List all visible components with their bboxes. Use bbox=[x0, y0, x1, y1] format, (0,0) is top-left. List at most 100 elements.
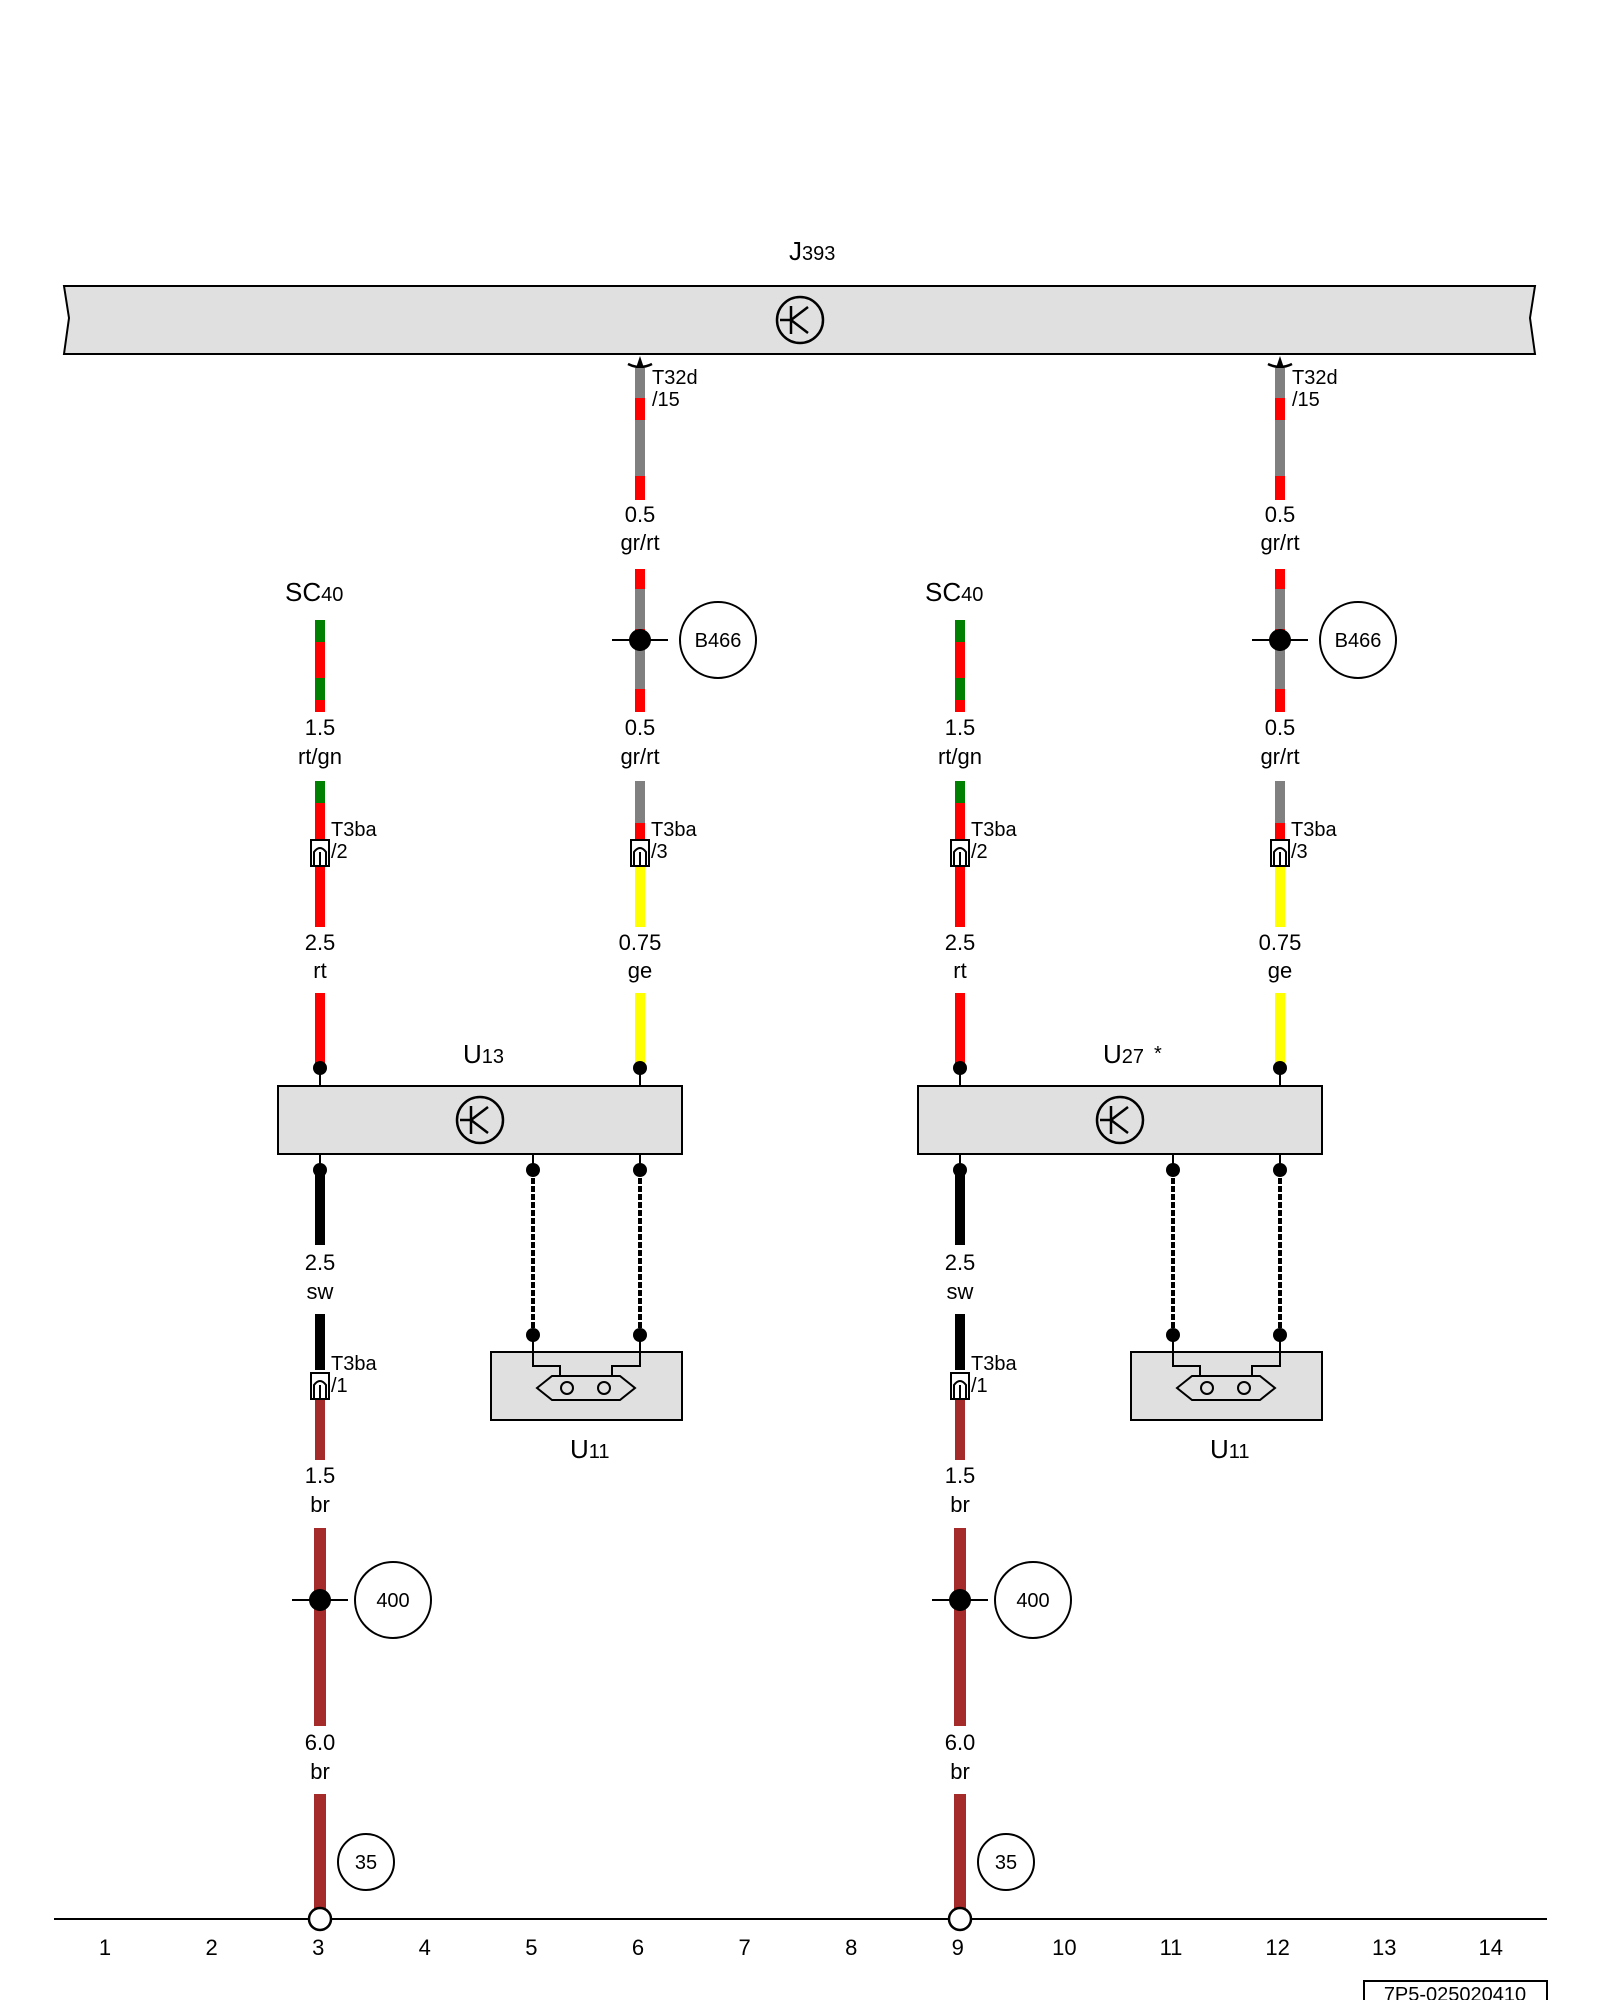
svg-text:B466: B466 bbox=[695, 630, 742, 652]
u11-left-module bbox=[490, 1351, 683, 1421]
sc40-left-label: SC40 bbox=[285, 577, 343, 607]
t32d-b-pin: /15 bbox=[1292, 389, 1320, 411]
wire-c1-color: gr/rt bbox=[1260, 530, 1299, 555]
u27-symbol-icon bbox=[1095, 1095, 1145, 1145]
wire-a2-color: gr/rt bbox=[620, 744, 659, 769]
connector-t3ba-c3-icon bbox=[1270, 839, 1290, 867]
t3ba-d1-pin: /1 bbox=[971, 1375, 988, 1397]
grid-number: 12 bbox=[1265, 1935, 1289, 1960]
wire-c3-color: ge bbox=[1268, 958, 1292, 983]
t3ba-a3-pin: /3 bbox=[651, 841, 668, 863]
wire-b2-color: rt bbox=[313, 958, 326, 983]
ground-point-right bbox=[947, 1906, 973, 1932]
t3ba-d2-pin: /2 bbox=[971, 841, 988, 863]
grid-number: 2 bbox=[205, 1935, 217, 1960]
connector-t3ba-d1-icon bbox=[950, 1372, 970, 1400]
wire-b1-color: rt/gn bbox=[298, 744, 342, 769]
j393-control-unit bbox=[62, 285, 1537, 355]
grid-number: 4 bbox=[419, 1935, 431, 1960]
wire-d3-color: sw bbox=[947, 1279, 974, 1304]
wire-d1-size: 1.5 bbox=[945, 715, 976, 740]
wire-b4-color: br bbox=[310, 1492, 330, 1517]
t32d-a-name: T32d bbox=[652, 367, 698, 389]
wire-c3-size: 0.75 bbox=[1259, 930, 1302, 955]
wire-d1-color: rt/gn bbox=[938, 744, 982, 769]
grid-number: 8 bbox=[845, 1935, 857, 1960]
wire-d5-size: 6.0 bbox=[945, 1730, 976, 1755]
svg-text:35: 35 bbox=[355, 1852, 377, 1874]
wire-b5-size: 6.0 bbox=[305, 1730, 336, 1755]
wire-b3-size: 2.5 bbox=[305, 1250, 336, 1275]
t3ba-c3-pin: /3 bbox=[1291, 841, 1308, 863]
wire-c1-size: 0.5 bbox=[1265, 502, 1296, 527]
splice-400-a: 400 bbox=[292, 1561, 432, 1639]
u13-to-u11-lines bbox=[526, 1154, 647, 1352]
wire-a3-size: 0.75 bbox=[619, 930, 662, 955]
connector-t3ba-a3-icon bbox=[630, 839, 650, 867]
ground-35-b: 35 bbox=[977, 1833, 1035, 1891]
u13-label: U13 bbox=[463, 1039, 504, 1069]
u13-symbol-icon bbox=[455, 1095, 505, 1145]
t3ba-a3-name: T3ba bbox=[651, 819, 697, 841]
u11-right-module bbox=[1130, 1351, 1323, 1421]
t32d-b-name: T32d bbox=[1292, 367, 1338, 389]
grid-number: 13 bbox=[1372, 1935, 1396, 1960]
wire-d4-color: br bbox=[950, 1492, 970, 1517]
grid-number: 14 bbox=[1479, 1935, 1503, 1960]
wire-a1-color: gr/rt bbox=[620, 530, 659, 555]
splice-b466-a: B466 bbox=[612, 601, 757, 679]
u27-mark: * bbox=[1154, 1043, 1162, 1065]
wire-c2-color: gr/rt bbox=[1260, 744, 1299, 769]
splice-b466-b: B466 bbox=[1252, 601, 1397, 679]
ground-point-left bbox=[307, 1906, 333, 1932]
t3ba-d1-name: T3ba bbox=[971, 1353, 1017, 1375]
u27-label: U27 bbox=[1103, 1039, 1144, 1069]
connector-t3ba-d2-icon bbox=[950, 839, 970, 867]
t3ba-b2-pin: /2 bbox=[331, 841, 348, 863]
svg-text:B466: B466 bbox=[1335, 630, 1382, 652]
svg-text:35: 35 bbox=[995, 1852, 1017, 1874]
j393-symbol-icon bbox=[775, 295, 825, 345]
grid-number: 10 bbox=[1052, 1935, 1076, 1960]
wire-column-c bbox=[1267, 356, 1293, 1086]
t3ba-b1-name: T3ba bbox=[331, 1353, 377, 1375]
wire-a1-size: 0.5 bbox=[625, 502, 656, 527]
grid-number: 11 bbox=[1160, 1935, 1183, 1960]
sc40-right-label: SC40 bbox=[925, 577, 983, 607]
t32d-a-pin: /15 bbox=[652, 389, 680, 411]
t3ba-c3-name: T3ba bbox=[1291, 819, 1337, 841]
wire-b2-size: 2.5 bbox=[305, 930, 336, 955]
wire-b1-size: 1.5 bbox=[305, 715, 336, 740]
u11-left-label: U11 bbox=[570, 1434, 610, 1464]
grid-number: 6 bbox=[632, 1935, 644, 1960]
wire-d5-color: br bbox=[950, 1759, 970, 1784]
diagram-id-box bbox=[1363, 1980, 1548, 2000]
svg-text:400: 400 bbox=[1016, 1590, 1049, 1612]
svg-text:400: 400 bbox=[376, 1590, 409, 1612]
wire-d2-color: rt bbox=[953, 958, 966, 983]
connector-t3ba-b1-icon bbox=[310, 1372, 330, 1400]
u27-to-u11-lines bbox=[1166, 1154, 1287, 1352]
grid-number: 7 bbox=[738, 1935, 750, 1960]
t3ba-d2-name: T3ba bbox=[971, 819, 1017, 841]
j393-label: J393 bbox=[789, 236, 835, 266]
wire-d3-size: 2.5 bbox=[945, 1250, 976, 1275]
grid-number: 5 bbox=[525, 1935, 537, 1960]
u11-right-label: U11 bbox=[1210, 1434, 1250, 1464]
grid-number: 9 bbox=[952, 1935, 964, 1960]
wire-column-d bbox=[953, 620, 967, 1917]
wire-column-a bbox=[627, 356, 653, 1086]
u11-left-connector-icon bbox=[532, 1352, 641, 1401]
grid-number: 3 bbox=[312, 1935, 324, 1960]
ground-35-a: 35 bbox=[337, 1833, 395, 1891]
wire-column-b bbox=[313, 620, 327, 1917]
wire-d2-size: 2.5 bbox=[945, 930, 976, 955]
t3ba-b2-name: T3ba bbox=[331, 819, 377, 841]
diagram-id: 7P5-025020410 bbox=[1384, 1984, 1526, 2000]
splice-400-b: 400 bbox=[932, 1561, 1072, 1639]
wire-b5-color: br bbox=[310, 1759, 330, 1784]
wire-b4-size: 1.5 bbox=[305, 1463, 336, 1488]
wire-a2-size: 0.5 bbox=[625, 715, 656, 740]
